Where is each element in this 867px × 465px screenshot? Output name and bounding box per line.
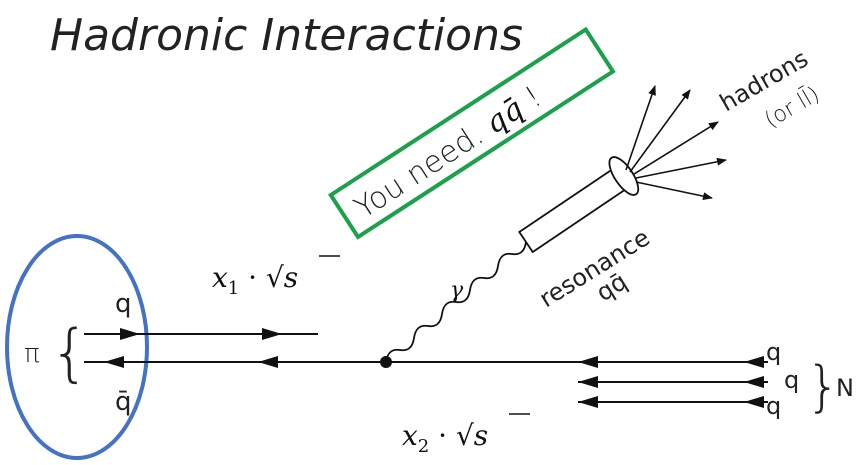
photon-line — [385, 241, 527, 363]
pion-label: π — [24, 339, 40, 369]
formula-x2: x2 · √s — [402, 419, 488, 457]
callout-text: You need. qq̄ ! — [349, 79, 549, 226]
formula-x1-var: x — [212, 261, 228, 294]
formula-x1-root: √ — [266, 261, 284, 294]
spectator-quark-lines — [578, 376, 768, 408]
nucleon-brace: } — [806, 355, 840, 418]
formula-x2-sub: 2 — [418, 436, 429, 457]
nucleon-label: N — [836, 374, 854, 402]
formula-x2-dot: · — [429, 419, 456, 452]
resonance-tube — [518, 156, 640, 254]
nucleon-quark-2: q — [784, 366, 799, 394]
diagram-title: Hadronic Interactions — [50, 10, 523, 61]
pion-highlight-ellipse — [5, 234, 149, 460]
nucleon-quark-1: q — [766, 338, 781, 366]
formula-x2-var: x — [402, 419, 418, 452]
formula-x1-arg: s — [284, 261, 298, 294]
pion-quark-label: q — [115, 289, 132, 319]
formula-x1: x1 · √s — [212, 261, 298, 299]
nucleon-quark-3: q — [766, 392, 781, 420]
formula-x1-dot: · — [239, 261, 266, 294]
pion-brace: { — [50, 316, 89, 389]
formula-x2-arg: s — [474, 419, 488, 452]
antiquark-line — [84, 356, 386, 368]
nucleon-quark-line — [386, 356, 768, 368]
quark-line — [84, 328, 318, 340]
formula-x1-sub: 1 — [228, 278, 239, 299]
pion-antiquark-label: q̄ — [115, 387, 132, 417]
photon-label: γ — [450, 278, 464, 303]
hadron-arrows — [625, 85, 727, 201]
formula-x2-root: √ — [456, 419, 474, 452]
